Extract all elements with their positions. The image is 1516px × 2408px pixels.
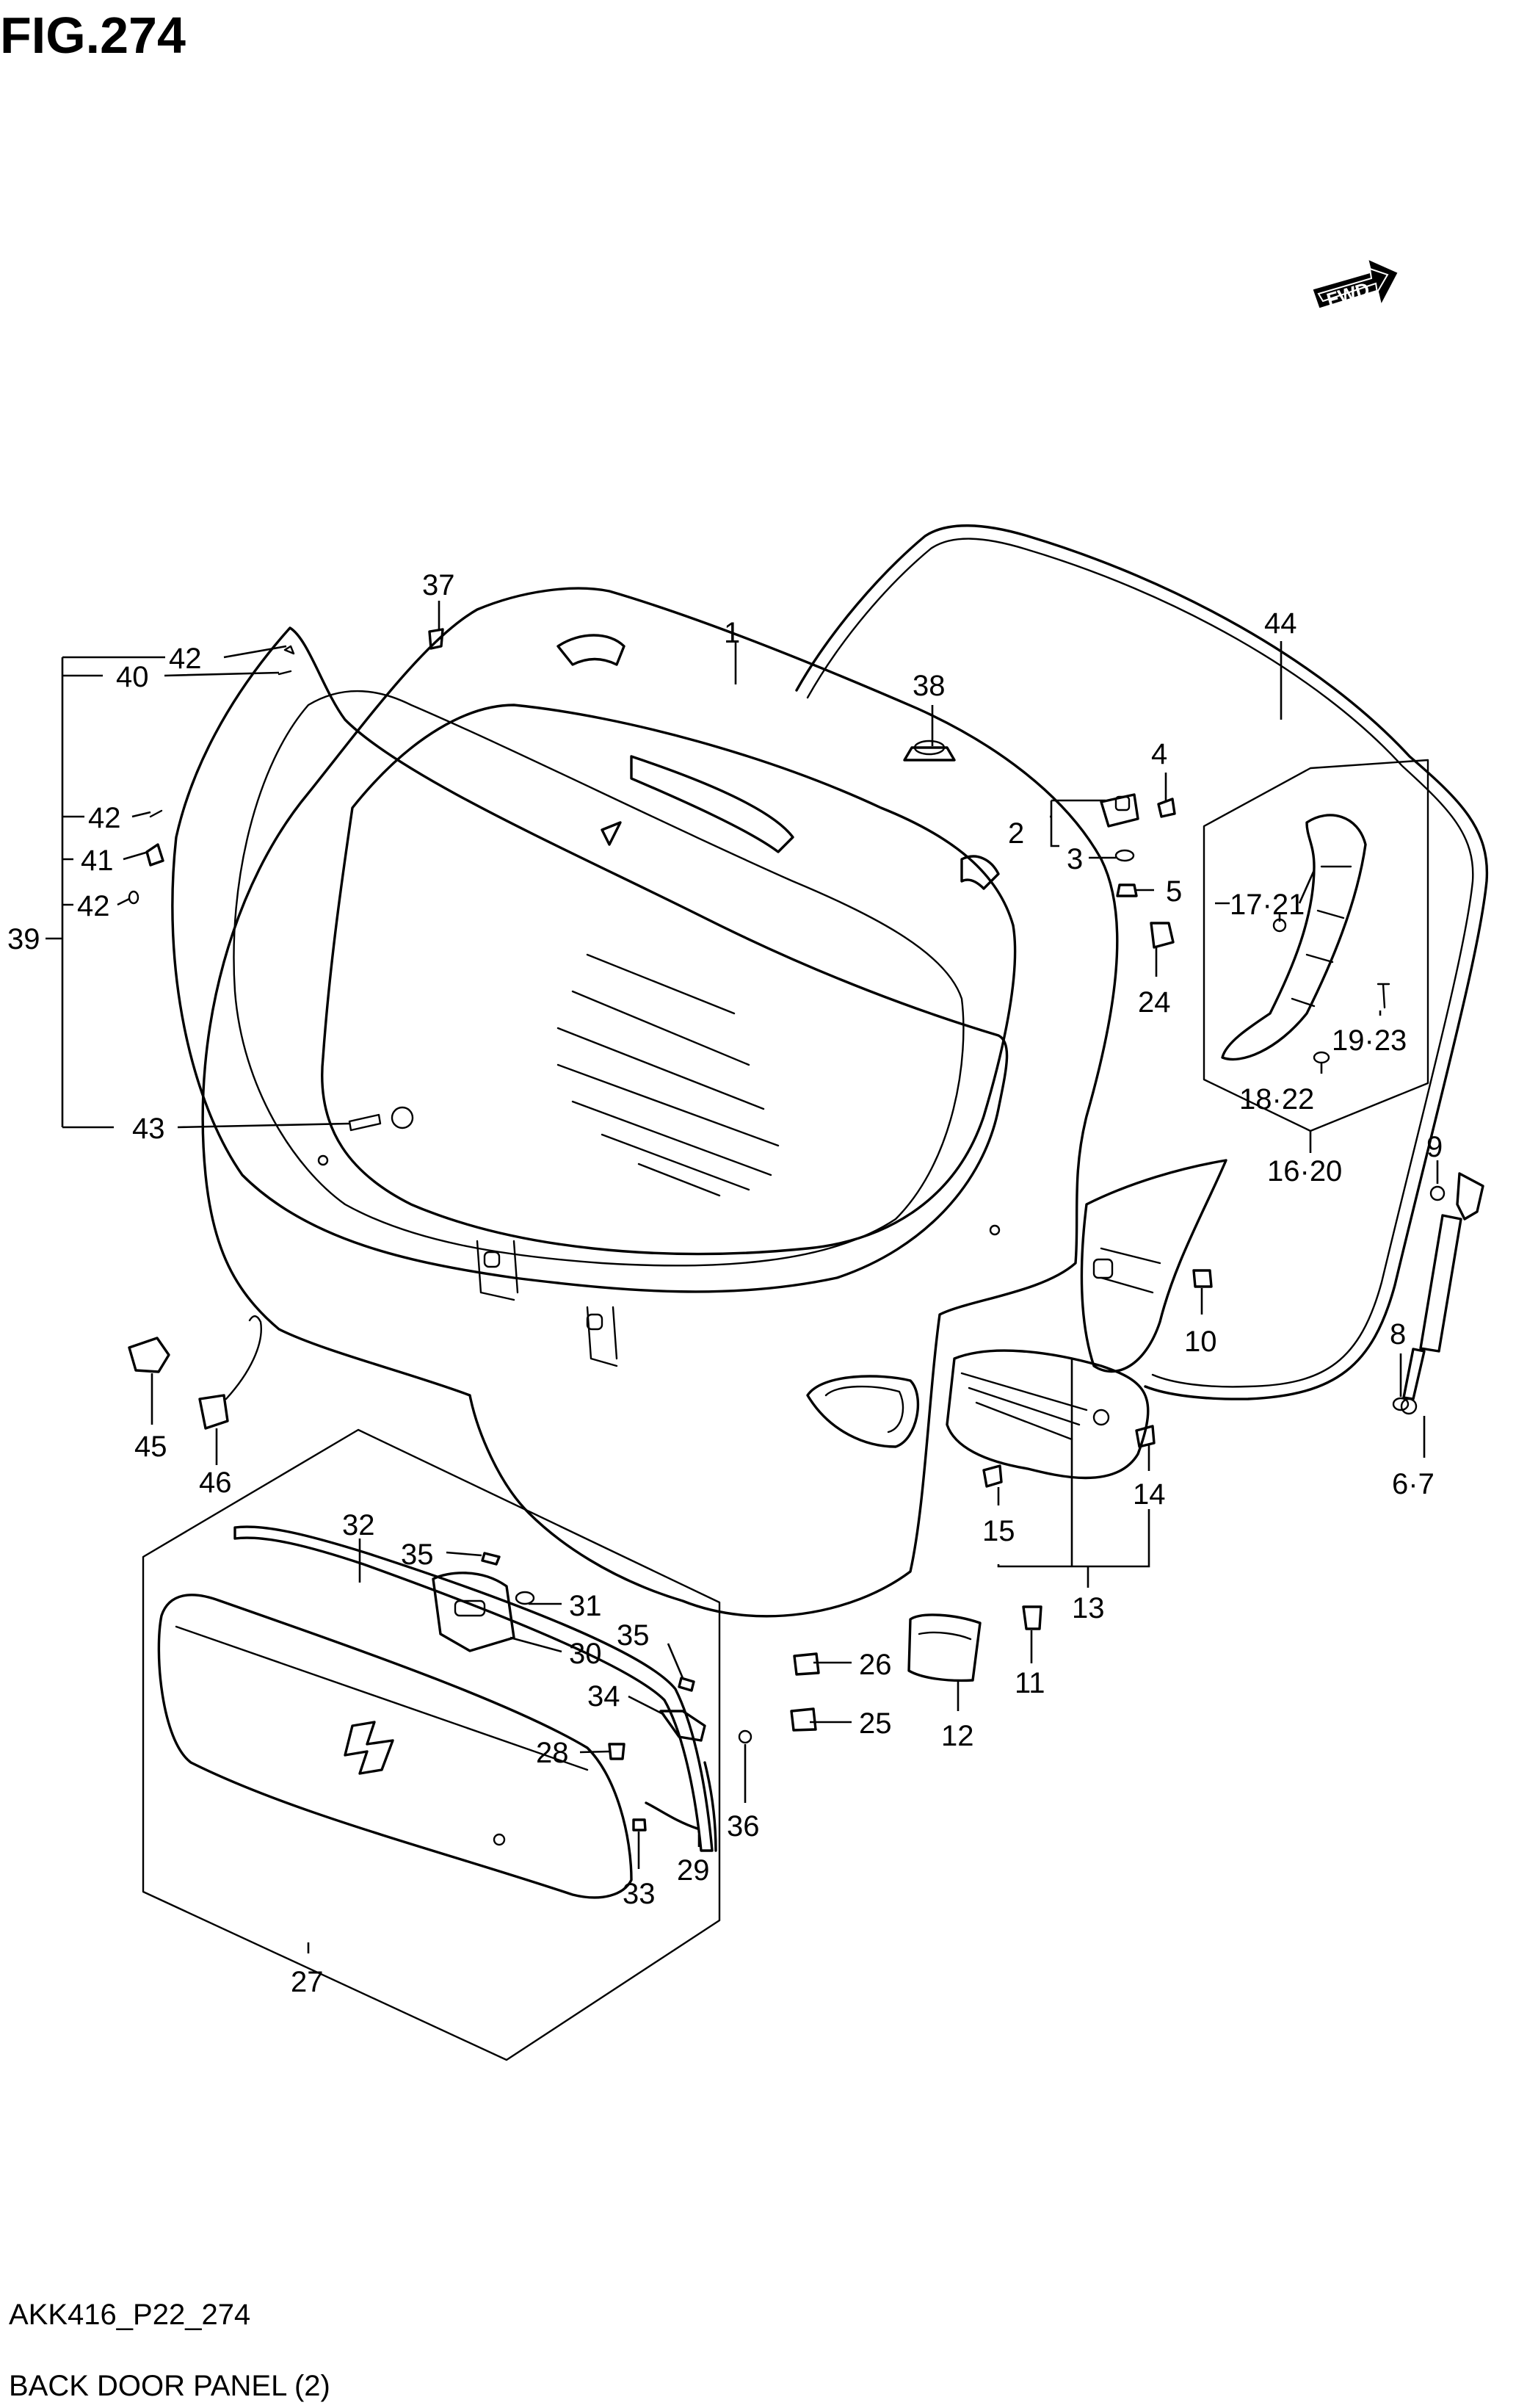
weatherstrip xyxy=(795,524,1489,1400)
callout-label: 13 xyxy=(1072,1592,1105,1624)
callout-label: 15 xyxy=(982,1515,1015,1547)
inner-trim-panel xyxy=(946,1159,1227,1480)
callout-label: 35 xyxy=(617,1619,650,1652)
callout-label: 29 xyxy=(677,1854,710,1887)
callout-label: 26 xyxy=(859,1649,892,1681)
callout-label: 37 xyxy=(422,569,455,601)
back-door-panel xyxy=(201,587,1119,1618)
leader-lines xyxy=(46,601,1439,1953)
callout-label: 32 xyxy=(342,1509,375,1541)
callout-label: 28 xyxy=(536,1737,569,1769)
callout-label: 24 xyxy=(1138,986,1171,1019)
callout-label: 43 xyxy=(132,1113,165,1145)
callout-label: 11 xyxy=(1015,1667,1045,1699)
callout-label: 9 xyxy=(1426,1131,1443,1163)
fwd-arrow-icon: FWD xyxy=(1313,260,1398,311)
side-trim-inset xyxy=(1203,759,1429,1132)
rear-window-glass xyxy=(171,626,1009,1293)
callout-label: 16·20 xyxy=(1267,1155,1342,1187)
callout-label: 19·23 xyxy=(1332,1024,1407,1057)
emblem-icon xyxy=(344,1721,394,1775)
emblem-icon xyxy=(601,821,622,846)
callout-label: 44 xyxy=(1264,607,1297,640)
callout-label: 4 xyxy=(1151,738,1167,770)
gas-strut xyxy=(1400,1172,1484,1415)
callout-label: 8 xyxy=(1390,1318,1406,1351)
callout-label: 10 xyxy=(1184,1326,1217,1358)
callout-label: 18·22 xyxy=(1239,1083,1314,1116)
callout-label: 45 xyxy=(134,1431,167,1463)
callout-label: 27 xyxy=(291,1966,324,1998)
callout-label: 41 xyxy=(81,845,114,877)
callout-label: 34 xyxy=(587,1680,620,1713)
callout-label: 40 xyxy=(116,661,149,693)
callout-labels: 1 2 3 4 5 6·7 8 9 10 11 12 13 14 15 16·2… xyxy=(7,569,1443,1998)
callout-label: 30 xyxy=(569,1638,602,1670)
callout-label: 31 xyxy=(569,1590,602,1622)
callout-label: 5 xyxy=(1166,875,1182,908)
callout-label: 2 xyxy=(1008,817,1024,850)
callout-label: 14 xyxy=(1133,1478,1166,1511)
callout-label: 39 xyxy=(7,923,40,955)
callout-label: 33 xyxy=(623,1878,656,1910)
callout-label: 46 xyxy=(199,1467,232,1499)
callout-label: 25 xyxy=(859,1707,892,1740)
figure-title: FIG.274 xyxy=(0,7,186,64)
figure-code: AKK416_P22_274 xyxy=(9,2299,250,2331)
callout-label: 12 xyxy=(941,1720,974,1752)
callout-label: 42 xyxy=(77,890,110,922)
callout-label: 36 xyxy=(727,1810,760,1843)
callout-label: 38 xyxy=(913,670,946,702)
callout-label: 42 xyxy=(169,643,202,675)
fwd-label: FWD xyxy=(1324,278,1372,311)
garnish-inset xyxy=(142,1428,721,2061)
callout-label: 17·21 xyxy=(1230,889,1305,921)
callout-label: 35 xyxy=(401,1539,434,1571)
figure-caption: BACK DOOR PANEL (2) xyxy=(9,2370,330,2402)
small-hardware xyxy=(128,628,1446,1852)
callout-label: 1 xyxy=(724,617,740,649)
callout-label: 42 xyxy=(88,802,121,834)
callout-label: 6·7 xyxy=(1392,1468,1435,1500)
callout-label: 3 xyxy=(1067,843,1083,875)
